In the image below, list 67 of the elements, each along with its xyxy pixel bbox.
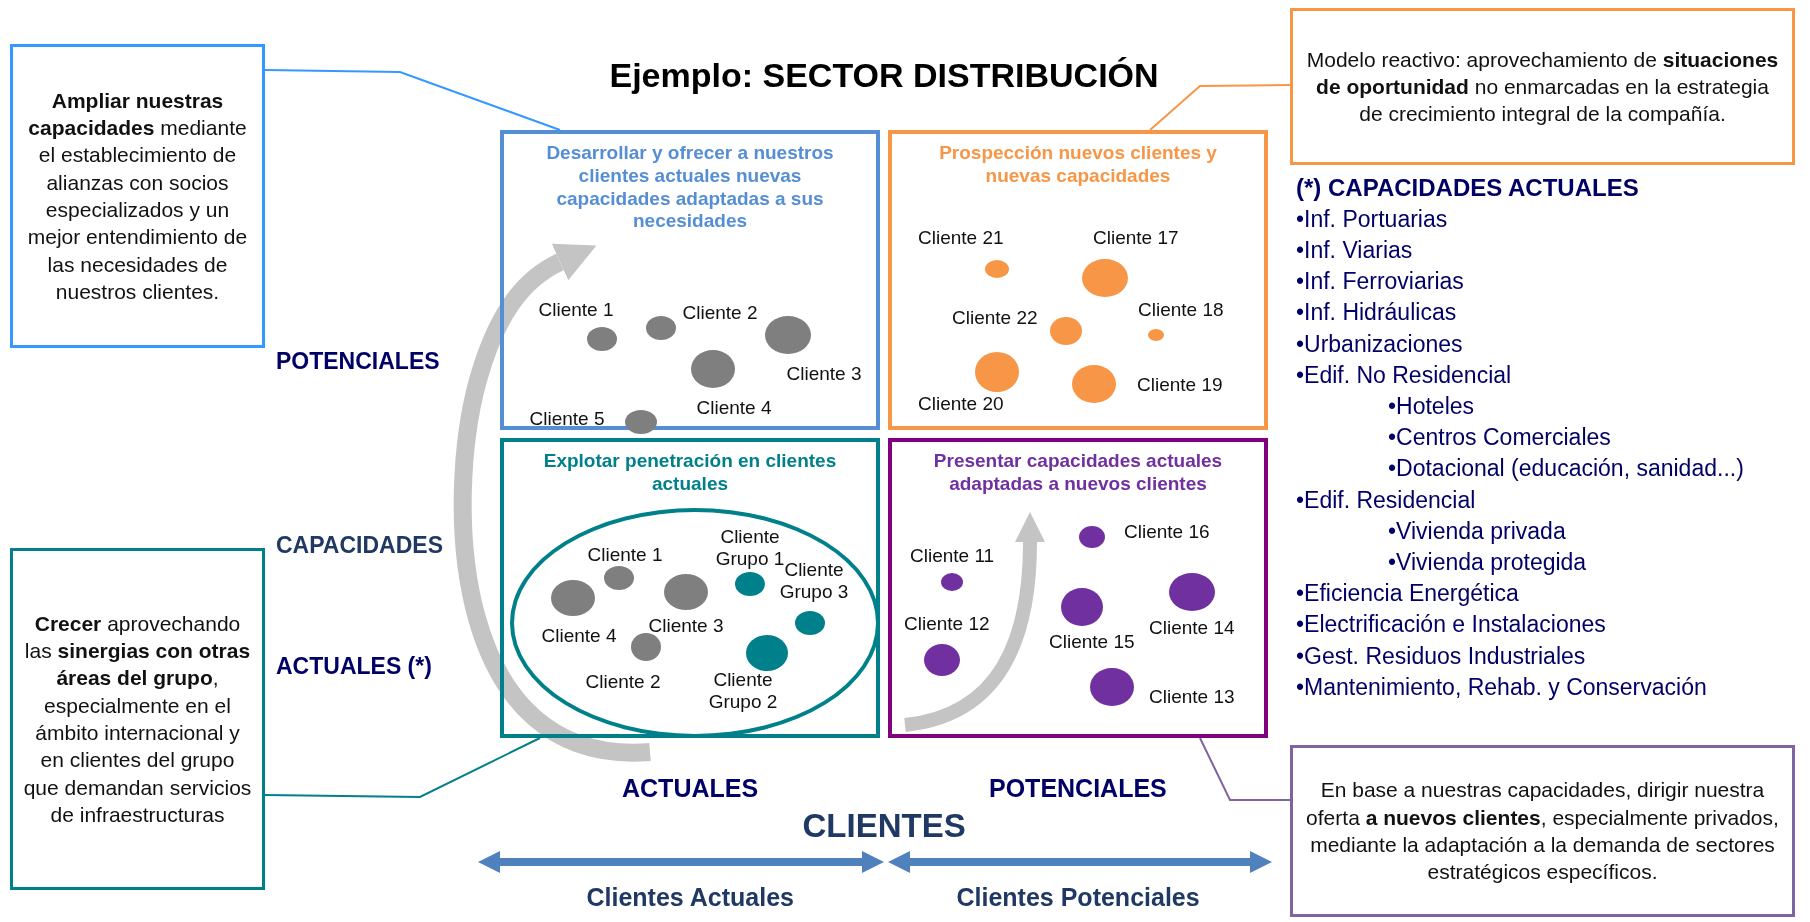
axis-label: POTENCIALES (989, 773, 1167, 803)
bubble-label: Cliente 19 (1137, 374, 1223, 396)
list-item: •Electrificación e Instalaciones (1296, 611, 1606, 639)
callout-box (1290, 745, 1795, 917)
bubble-label: Cliente 14 (1149, 617, 1235, 639)
list-heading: (*) CAPACIDADES ACTUALES (1296, 174, 1639, 202)
bubble-label: Cliente 3 (648, 615, 724, 637)
bubble-label: Cliente 5 (529, 408, 605, 430)
bubble-label: Cliente 16 (1124, 521, 1210, 543)
quadrant-heading: Explotar penetración en clientes actuales (542, 450, 838, 496)
bubble-label: Cliente 3 (786, 363, 862, 385)
list-item: •Hoteles (1388, 392, 1475, 420)
quadrant-heading: Desarrollar y ofrecer a nuestros clientes actuales nuevas capacidades adaptadas a sus necesidades (545, 142, 835, 234)
axis-label: ACTUALES (*) (276, 652, 432, 680)
bubble-label: Cliente 2 (585, 671, 661, 693)
bubble-label: Cliente 17 (1093, 227, 1179, 249)
list-item: •Inf. Hidráulicas (1296, 299, 1457, 327)
bubble-label: Cliente 1 (538, 299, 614, 321)
bubble-label: Cliente 4 (541, 625, 617, 647)
bubble-label: Cliente 18 (1138, 299, 1224, 321)
diagram-title: Ejemplo: SECTOR DISTRIBUCIÓN (609, 56, 1159, 95)
list-item: •Urbanizaciones (1296, 330, 1463, 358)
bubble-label: Cliente 20 (918, 393, 1004, 415)
list-item: •Vivienda protegida (1388, 548, 1587, 576)
list-item: •Eficiencia Energética (1296, 580, 1519, 608)
bubble-label: Cliente 12 (904, 613, 990, 635)
list-item: •Dotacional (educación, sanidad...) (1388, 455, 1744, 483)
list-item: •Vivienda privada (1388, 517, 1566, 545)
bubble-label: Cliente 4 (696, 397, 772, 419)
list-item: •Inf. Viarias (1296, 236, 1413, 264)
list-item: •Inf. Ferroviarias (1296, 268, 1464, 296)
quadrant-box (888, 130, 1268, 430)
list-item: •Gest. Residuos Industriales (1296, 642, 1586, 670)
axis-label: Clientes Potenciales (956, 882, 1200, 912)
leader-line (1149, 84, 1291, 131)
bubble-label: Cliente 2 (682, 302, 758, 324)
callout-text: Modelo reactivo: aprovechamiento de situaciones de oportunidad no enmarcadas en la estrategia de crecimiento integral de la compañía. (1305, 46, 1780, 128)
list-item: •Edif. Residencial (1296, 486, 1476, 514)
axis-label: ACTUALES (622, 773, 759, 803)
callout-box (1290, 8, 1795, 165)
quadrant-heading: Prospección nuevos clientes y nuevas capacidades (938, 142, 1218, 188)
axis-label: CAPACIDADES (276, 531, 443, 559)
leader-line (1199, 737, 1291, 801)
bubble-label: Cliente Grupo 2 (707, 669, 779, 713)
bubble-label: Cliente 1 (587, 544, 663, 566)
quadrant-heading: Presentar capacidades actuales adaptadas a nuevos clientes (932, 450, 1224, 496)
axis-label: CLIENTES (802, 807, 966, 845)
callout-text: Crecer aprovechando las sinergias con otras áreas del grupo, especialmente en el ámbito internacional y en clientes del grupo que demandan servicios de infraestructuras (23, 610, 252, 828)
leader-line (264, 69, 561, 131)
bubble-label: Cliente 13 (1149, 686, 1235, 708)
quadrant-box (500, 438, 880, 738)
axis-label: Clientes Actuales (586, 882, 794, 912)
callout-box (10, 44, 265, 348)
quadrant-box (888, 438, 1268, 738)
axis-label: POTENCIALES (276, 347, 440, 375)
list-item: •Inf. Portuarias (1296, 205, 1448, 233)
list-item: •Centros Comerciales (1388, 424, 1611, 452)
bubble-label: Cliente 21 (918, 227, 1004, 249)
bubble-label: Cliente 15 (1049, 631, 1135, 653)
leader-line (264, 737, 541, 798)
callout-box (10, 548, 265, 890)
list-item: •Mantenimiento, Rehab. y Conservación (1296, 673, 1707, 701)
callout-text: En base a nuestras capacidades, dirigir nuestra oferta a nuevos clientes, especialmente privados, mediante la adaptación a la demanda de sectores estratégicos específicos. (1305, 777, 1780, 886)
bubble-label: Cliente 22 (952, 307, 1038, 329)
list-item: •Edif. No Residencial (1296, 361, 1512, 389)
callout-text: Ampliar nuestras capacidades mediante el establecimiento de alianzas con socios especializados y un mejor entendimiento de las necesidades de nuestros clientes. (26, 87, 249, 305)
bubble-label: Cliente 11 (910, 545, 995, 567)
